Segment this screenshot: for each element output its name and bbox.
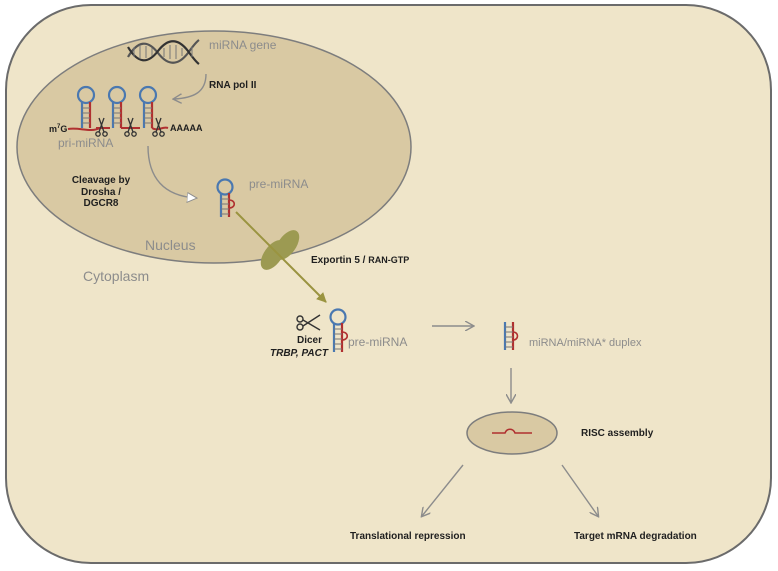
dicer-scissors-icon: [296, 314, 321, 331]
scissors-icon: [152, 117, 165, 137]
risc-complex: [466, 411, 558, 455]
transcription-arrow: [174, 73, 207, 99]
nucleus-label: Nucleus: [145, 237, 196, 253]
mirna-duplex-icon: [503, 322, 519, 350]
mirna-gene-label: miRNA gene: [209, 38, 277, 52]
repression-arrow: [422, 464, 464, 516]
nucleus-envelope: [16, 30, 412, 264]
export-arrow: [235, 211, 327, 303]
trbp-pact-label: TRBP, PACT: [270, 348, 328, 359]
dna-helix-icon: [127, 39, 200, 65]
degradation-arrow: [561, 464, 598, 516]
pre-mirna-hairpin-nucleus: [216, 178, 236, 217]
cleavage-arrow: [147, 145, 196, 198]
cleavage-label: Cleavage by Drosha / DGCR8: [71, 175, 131, 209]
pri-mirna-transcript: [67, 85, 169, 131]
pre-mirna-hairpin-cytoplasm: [329, 308, 349, 352]
pre-mirna-nucleus-label: pre-miRNA: [249, 177, 309, 191]
cap-label: m7G: [49, 124, 68, 134]
translational-repression-label: Translational repression: [350, 531, 466, 542]
scissors-icon: [95, 117, 108, 137]
dicer-label: Dicer: [297, 335, 323, 346]
duplex-label: miRNA/miRNA* duplex: [529, 337, 642, 349]
exportin-label: Exportin 5 / RAN-GTP: [311, 255, 410, 266]
mrna-degradation-label: Target mRNA degradation: [574, 531, 697, 542]
rna-pol-label: RNA pol II: [209, 80, 257, 91]
polya-label: AAAAA: [170, 123, 203, 133]
cytoplasm-label: Cytoplasm: [83, 268, 150, 284]
pre-mirna-cytoplasm-label: pre-miRNA: [348, 335, 408, 349]
risc-assembly-label: RISC assembly: [581, 428, 654, 439]
nuclear-pore-right: [274, 230, 300, 260]
pri-mirna-label: pri-miRNA: [58, 136, 114, 150]
scissors-icon: [124, 117, 137, 137]
risc-guide-strand: [492, 428, 532, 434]
